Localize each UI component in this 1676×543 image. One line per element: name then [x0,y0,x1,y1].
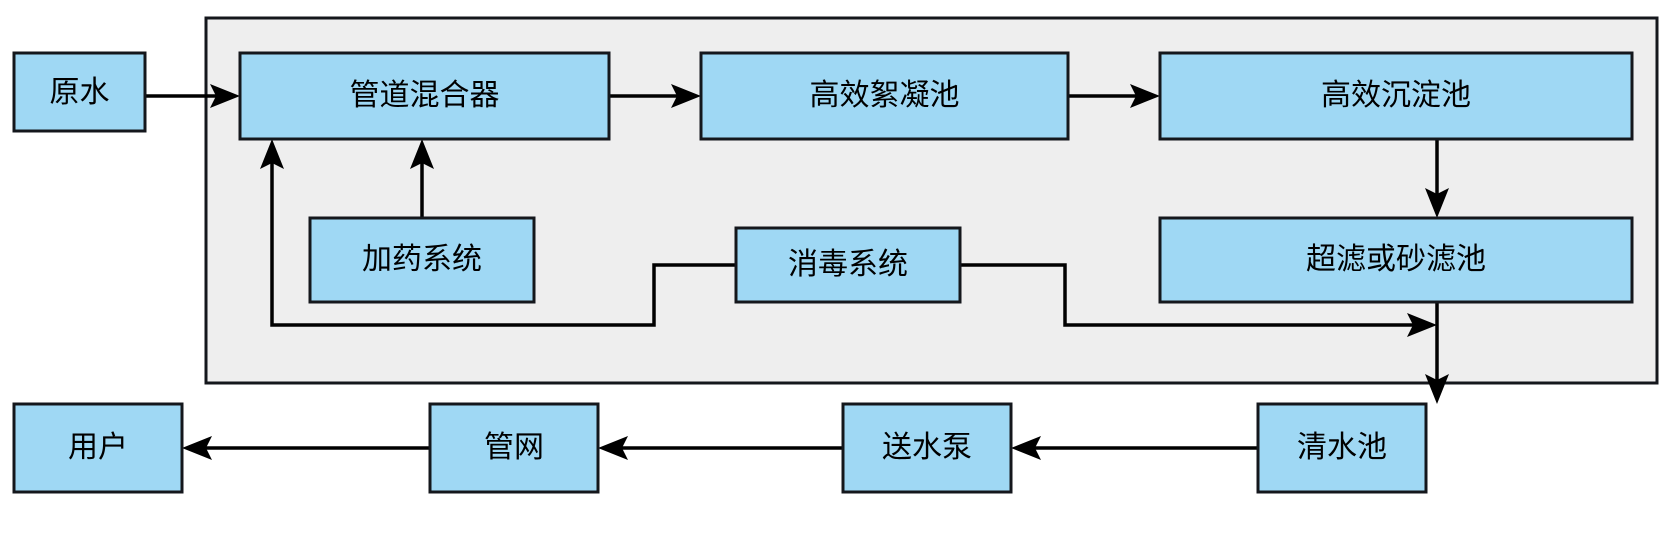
node-label-sed-tank: 高效沉淀池 [1321,79,1471,112]
node-label-pipe-mixer: 管道混合器 [350,79,500,112]
node-label-disinfect-system: 消毒系统 [788,248,908,281]
node-label-clear-well: 清水池 [1297,431,1387,464]
node-label-dosing-system: 加药系统 [362,243,482,276]
node-pipe-mixer[interactable]: 管道混合器 [238,51,611,141]
edge-mixer-to-floc [609,84,701,108]
edge-pump-to-network [598,436,843,460]
node-pipe-network[interactable]: 管网 [428,402,600,494]
node-user[interactable]: 用户 [12,402,184,494]
node-disinfect-system[interactable]: 消毒系统 [734,226,962,304]
node-label-filter-tank: 超滤或砂滤池 [1306,243,1486,276]
node-label-floc-tank: 高效絮凝池 [810,79,960,112]
node-label-user: 用户 [68,431,128,464]
edge-clearwell-to-pump [1011,436,1258,460]
node-filter-tank[interactable]: 超滤或砂滤池 [1158,216,1634,304]
node-label-raw-water: 原水 [50,76,110,109]
node-floc-tank[interactable]: 高效絮凝池 [699,51,1070,141]
node-sed-tank[interactable]: 高效沉淀池 [1158,51,1634,141]
edge-raw-to-mixer [145,84,240,108]
node-label-pipe-network: 管网 [484,431,544,464]
edge-filter-to-clearwell [1425,302,1449,404]
edge-disinfect-to-outlet [960,263,1437,337]
edge-disinfect-to-mixer [260,139,736,327]
edge-dosing-to-mixer [410,139,434,218]
node-label-water-pump: 送水泵 [882,431,972,464]
edge-sed-to-filter [1425,139,1449,218]
node-dosing-system[interactable]: 加药系统 [308,216,536,304]
edge-floc-to-sed [1068,84,1160,108]
node-clear-well[interactable]: 清水池 [1256,402,1428,494]
edge-network-to-user [182,436,430,460]
node-water-pump[interactable]: 送水泵 [841,402,1013,494]
node-raw-water[interactable]: 原水 [12,51,147,133]
